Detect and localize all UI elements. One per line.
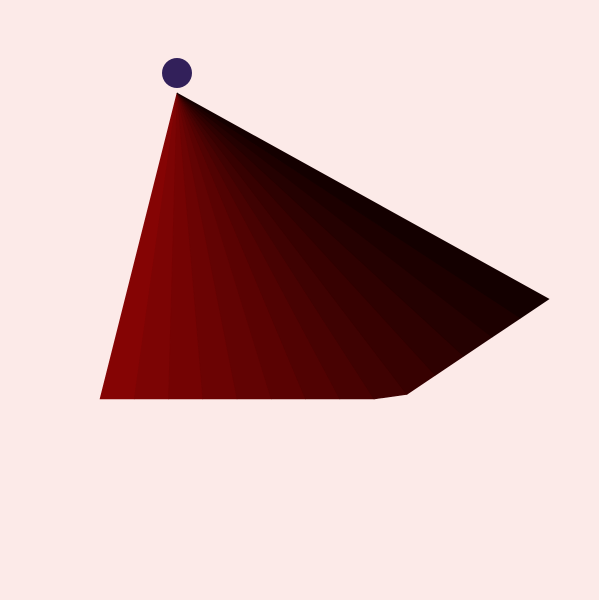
triangle-fan — [99, 92, 550, 400]
fan-segment — [176, 92, 550, 319]
light-source-dot — [162, 58, 192, 88]
